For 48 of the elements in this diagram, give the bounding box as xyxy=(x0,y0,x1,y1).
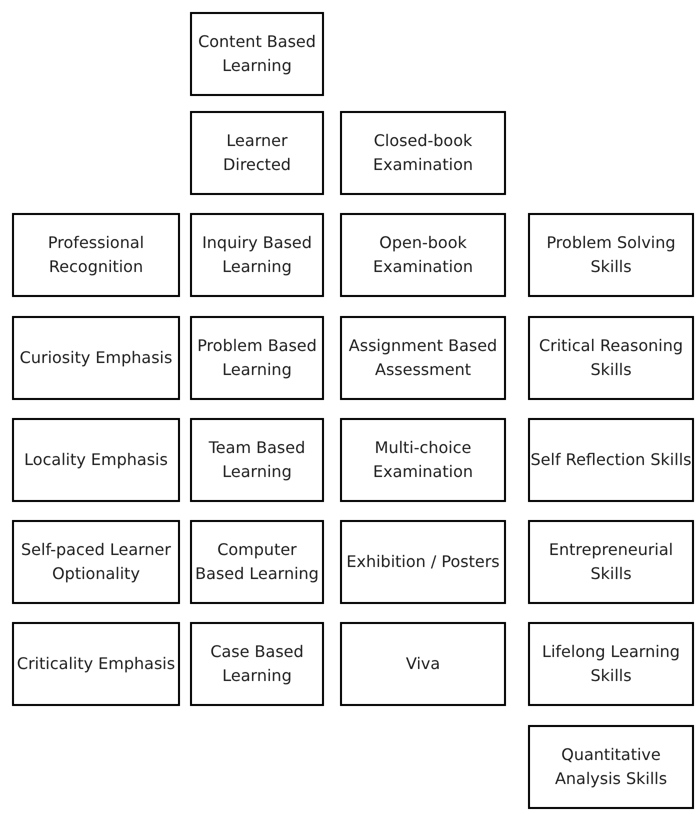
category-box xyxy=(190,418,324,502)
category-box xyxy=(190,213,324,297)
box-label: Entrepreneurial Skills xyxy=(548,539,674,585)
category-box xyxy=(12,622,180,706)
category-box xyxy=(340,213,506,297)
box-label: Multi-choice Examination xyxy=(372,437,474,483)
box-label: Case Based Learning xyxy=(209,641,305,687)
box-label: Content Based Learning xyxy=(197,31,317,77)
box-label: Viva xyxy=(406,653,440,675)
category-box xyxy=(528,725,694,809)
box-label: Lifelong Learning Skills xyxy=(541,641,681,687)
category-box xyxy=(190,520,324,604)
box-label: Quantitative Analysis Skills xyxy=(554,744,668,790)
category-box xyxy=(190,12,324,96)
category-box xyxy=(340,316,506,400)
box-label: Professional Recognition xyxy=(46,232,146,278)
box-label: Critical Reasoning Skills xyxy=(538,335,684,381)
box-label: Team Based Learning xyxy=(208,437,306,483)
box-label: Problem Solving Skills xyxy=(545,232,677,278)
category-box xyxy=(12,418,180,502)
box-label: Closed-book Examination xyxy=(372,130,474,176)
box-label: Exhibition / Posters xyxy=(346,551,500,573)
box-label: Computer Based Learning xyxy=(194,539,320,585)
category-box xyxy=(528,622,694,706)
box-label: Self-paced Learner Optionality xyxy=(20,539,172,585)
category-box xyxy=(340,622,506,706)
category-box xyxy=(190,622,324,706)
category-box xyxy=(528,316,694,400)
box-label: Problem Based Learning xyxy=(196,335,318,381)
box-label: Criticality Emphasis xyxy=(16,653,176,675)
category-box xyxy=(340,520,506,604)
box-label: Locality Emphasis xyxy=(24,449,168,471)
category-box xyxy=(12,316,180,400)
category-box xyxy=(528,418,694,502)
box-label: Open-book Examination xyxy=(372,232,474,278)
box-label: Learner Directed xyxy=(222,130,292,176)
category-box xyxy=(12,520,180,604)
category-box xyxy=(12,213,180,297)
box-label: Curiosity Emphasis xyxy=(20,347,172,369)
category-box xyxy=(528,213,694,297)
category-box xyxy=(340,111,506,195)
box-label: Self Reflection Skills xyxy=(530,449,692,471)
category-box xyxy=(340,418,506,502)
category-box xyxy=(190,316,324,400)
box-label: Assignment Based Assessment xyxy=(348,335,498,381)
box-label: Inquiry Based Learning xyxy=(201,232,313,278)
category-box xyxy=(190,111,324,195)
category-box xyxy=(528,520,694,604)
